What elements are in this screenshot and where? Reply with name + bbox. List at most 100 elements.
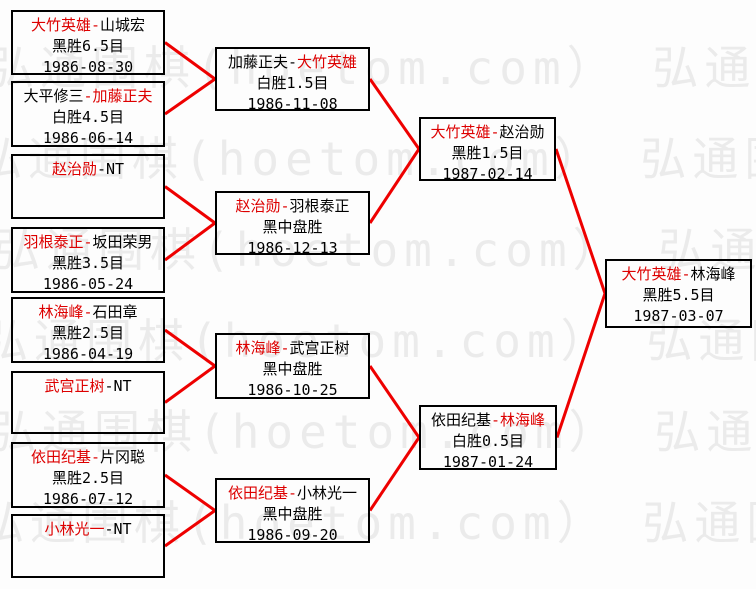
- player2-name: 山城宏: [100, 16, 146, 34]
- match-players: 大竹英雄-山城宏: [13, 15, 163, 36]
- match-players: 赵治勋-NT: [13, 159, 163, 180]
- connector-line-r3m2-to-final: [555, 293, 607, 438]
- match-result: 黑胜2.5目: [51, 469, 125, 487]
- player1-name: 赵治勋: [51, 160, 97, 178]
- player1-name: 赵治勋: [235, 197, 281, 215]
- match-players: 加藤正夫-大竹英雄: [217, 52, 368, 73]
- match-players: 大竹英雄-林海峰: [607, 264, 750, 285]
- match-box-r1m8: 小林光一-NT: [11, 514, 165, 578]
- match-result: 白胜1.5目: [256, 74, 329, 92]
- connector-line-r3m1-to-final: [554, 148, 607, 294]
- match-players: 林海峰-武宫正树: [217, 338, 368, 359]
- match-date: 1986-12-13: [247, 239, 338, 257]
- players-dash: -: [104, 520, 114, 538]
- player2-name: 大竹英雄: [297, 53, 358, 71]
- players-dash: -: [280, 339, 290, 357]
- match-date: 1986-08-30: [42, 58, 134, 76]
- players-dash: -: [83, 87, 93, 105]
- player1-name: 林海峰: [38, 303, 84, 321]
- connector-line-r2m4-to-r3m2: [368, 436, 421, 512]
- player2-name: 赵治勋: [499, 123, 545, 141]
- match-date: 1986-05-24: [42, 275, 134, 293]
- player2-name: 片冈聪: [100, 448, 146, 466]
- match-players: 依田纪基-林海峰: [421, 410, 555, 431]
- player2-name: 小林光一: [297, 484, 358, 502]
- match-date: 1986-07-12: [42, 490, 134, 508]
- connector-line-r2m3-to-r3m2: [368, 365, 421, 439]
- match-players: 赵治勋-羽根泰正: [217, 196, 368, 217]
- players-dash: -: [104, 377, 114, 395]
- player1-name: 羽根泰正: [23, 233, 84, 251]
- match-box-r1m2: 大平修三-加藤正夫白胜4.5目 1986-06-14: [11, 81, 165, 147]
- match-players: 林海峰-石田章: [13, 302, 163, 323]
- player1-name: 加藤正夫: [227, 53, 288, 71]
- match-date: 1987-03-07: [633, 307, 724, 325]
- players-dash: -: [280, 197, 290, 215]
- player2-name: 石田章: [92, 303, 138, 321]
- match-result: 白胜0.5目: [451, 432, 525, 450]
- player1-name: 大平修三: [23, 87, 84, 105]
- match-players: 羽根泰正-坂田荣男: [13, 232, 163, 253]
- match-result: 白胜4.5目: [51, 108, 125, 126]
- match-date: 1987-02-14: [442, 165, 533, 183]
- player1-name: 小林光一: [44, 520, 105, 538]
- players-dash: -: [90, 16, 101, 34]
- players-dash: -: [90, 448, 101, 466]
- connector-line-r1m2-to-r2m1: [164, 77, 216, 116]
- player2-name: 林海峰: [500, 411, 546, 429]
- player2-name: 林海峰: [690, 265, 736, 283]
- players-dash: -: [681, 265, 691, 283]
- player2-name: 武宫正树: [289, 339, 350, 357]
- players-dash: -: [490, 123, 500, 141]
- player2-name: NT: [105, 160, 125, 178]
- match-result: 黑胜2.5目: [51, 324, 125, 342]
- match-box-r3m2: 依田纪基-林海峰白胜0.5目 1987-01-24: [419, 405, 557, 471]
- player1-name: 大竹英雄: [30, 16, 91, 34]
- player2-name: NT: [113, 520, 132, 538]
- player1-name: 武宫正树: [44, 377, 105, 395]
- match-date: 1986-09-20: [247, 526, 338, 544]
- match-players: 依田纪基-片冈聪: [13, 447, 163, 468]
- match-box-r3m1: 大竹英雄-赵治勋黑胜1.5目 1987-02-14: [419, 117, 556, 183]
- match-date: 1986-06-14: [42, 129, 134, 147]
- players-dash: -: [490, 411, 501, 429]
- match-players: 小林光一-NT: [13, 519, 163, 540]
- match-players: 依田纪基-小林光一: [217, 483, 368, 504]
- match-date: 1986-11-08: [247, 95, 338, 113]
- connector-line-r2m1-to-r3m1: [368, 78, 421, 150]
- connector-line-r1m8-to-r2m4: [164, 509, 216, 548]
- match-date: 1986-04-19: [42, 345, 134, 363]
- players-dash: -: [287, 484, 298, 502]
- match-players: 武宫正树-NT: [13, 376, 163, 397]
- player1-name: 林海峰: [235, 339, 281, 357]
- match-box-r1m7: 依田纪基-片冈聪黑胜2.5目 1986-07-12: [11, 442, 165, 508]
- player2-name: NT: [113, 377, 132, 395]
- match-result: 黑胜1.5目: [451, 144, 524, 162]
- match-box-r1m3: 赵治勋-NT: [11, 154, 165, 219]
- match-box-r1m4: 羽根泰正-坂田荣男黑胜3.5目 1986-05-24: [11, 227, 165, 293]
- player1-name: 大竹英雄: [430, 123, 491, 141]
- players-dash: -: [287, 53, 298, 71]
- connector-line-r1m3-to-r2m2: [164, 185, 216, 225]
- connector-line-r2m2-to-r3m1: [368, 148, 421, 224]
- players-dash: -: [83, 233, 93, 251]
- connector-line-r1m7-to-r2m4: [164, 473, 216, 512]
- players-dash: -: [96, 160, 106, 178]
- player1-name: 依田纪基: [227, 484, 288, 502]
- match-result: 黑胜3.5目: [51, 254, 125, 272]
- connector-line-r1m1-to-r2m1: [164, 41, 216, 81]
- match-box-r1m6: 武宫正树-NT: [11, 371, 165, 434]
- player2-name: 羽根泰正: [289, 197, 350, 215]
- connector-line-r1m4-to-r2m2: [164, 221, 216, 262]
- players-dash: -: [83, 303, 93, 321]
- match-date: 1987-01-24: [442, 453, 534, 471]
- match-players: 大平修三-加藤正夫: [13, 86, 163, 107]
